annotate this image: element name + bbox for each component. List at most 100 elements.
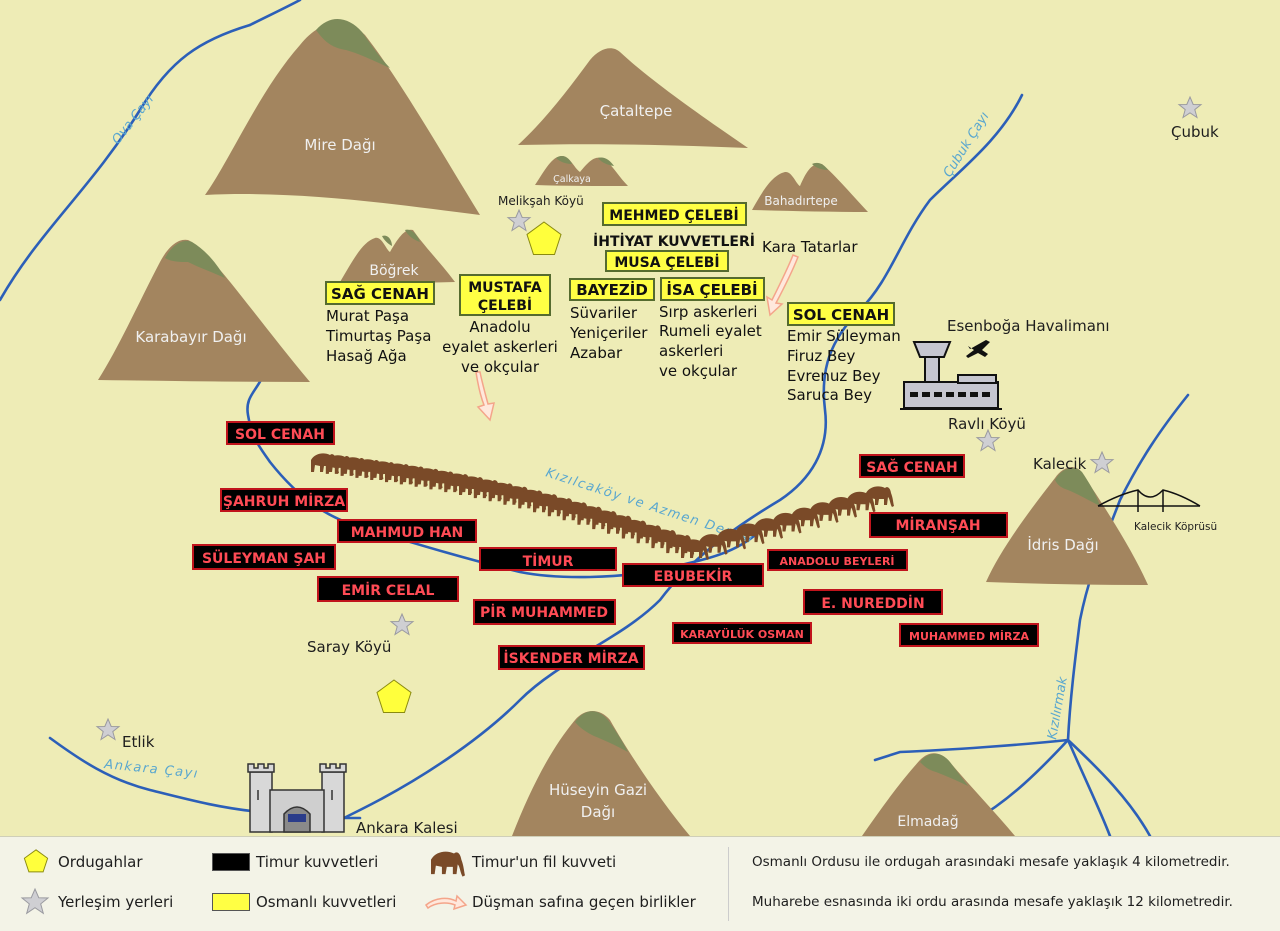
svg-text:PİR MUHAMMED: PİR MUHAMMED xyxy=(480,604,608,621)
legend-settlements: Yerleşim yerleri xyxy=(58,893,174,911)
cataltepe-mountain xyxy=(518,48,748,148)
timur-camp xyxy=(376,679,412,713)
bogrek-label: Böğrek xyxy=(369,263,419,279)
airport-icon xyxy=(900,340,1002,410)
ottoman-right-wing-line: Hasağ Ağa xyxy=(326,347,407,365)
ravli-star xyxy=(976,429,1000,451)
esenboga-label: Esenboğa Havalimanı xyxy=(947,317,1110,335)
settlement-legend-icon xyxy=(20,887,50,915)
svg-text:MİRANŞAH: MİRANŞAH xyxy=(895,517,980,534)
bridge-icon xyxy=(1097,489,1201,512)
ottoman-right-wing-title: SAĞ CENAH xyxy=(331,284,429,303)
huseyingazi-mountain xyxy=(512,711,690,836)
ottoman-right-wing-line: Timurtaş Paşa xyxy=(325,327,431,345)
mustafa-line: Anadolu xyxy=(469,318,530,336)
timur-unit: TİMUR xyxy=(479,547,617,571)
ottoman-right-wing-line: Murat Paşa xyxy=(326,307,409,325)
mustafa-line: ve okçular xyxy=(461,358,540,376)
musa-label: MUSA ÇELEBİ xyxy=(614,254,719,271)
ova-river-branch xyxy=(248,0,302,27)
bayezid-line: Azabar xyxy=(570,344,623,362)
cubuk-star xyxy=(1178,96,1202,118)
iskender-unit: İSKENDER MİRZA xyxy=(498,645,645,670)
ottoman-camp xyxy=(526,221,562,255)
mustafa-unit: MUSTAFA ÇELEBİ Anadolu eyalet askerleri … xyxy=(442,274,558,376)
meliksah-star xyxy=(507,209,531,231)
mehmed-label: MEHMED ÇELEBİ xyxy=(609,207,738,224)
bayezid-unit: BAYEZİD Süvariler Yeniçeriler Azabar xyxy=(569,278,655,362)
saray-star xyxy=(390,613,414,635)
kizilirmak-branch-2 xyxy=(873,738,1070,762)
suleyman-unit: SÜLEYMAN ŞAH xyxy=(192,544,336,570)
ebubekir-unit: EBUBEKİR xyxy=(622,563,764,587)
mehmed-unit: MEHMED ÇELEBİ xyxy=(602,202,747,226)
muhammed-mirza-unit: MUHAMMED MİRZA xyxy=(899,623,1039,647)
mustafa-title-1: MUSTAFA xyxy=(468,280,542,296)
isa-line: ve okçular xyxy=(659,362,738,380)
karabayir-mountain xyxy=(98,239,310,382)
isa-line: askerleri xyxy=(659,342,723,360)
isa-line: Sırp askerleri xyxy=(659,303,757,321)
ottoman-left-wing-line: Saruca Bey xyxy=(787,386,872,404)
svg-text:MAHMUD HAN: MAHMUD HAN xyxy=(351,525,464,541)
svg-text:SOL CENAH: SOL CENAH xyxy=(235,427,325,443)
elephant-icon xyxy=(866,486,894,507)
ottoman-left-wing-line: Evrenuz Bey xyxy=(787,367,881,385)
idris-label: İdris Dağı xyxy=(1027,535,1098,554)
place-labels: Çubuk Melikşah Köyü Esenboğa Havalimanı … xyxy=(122,123,1219,837)
castle-icon xyxy=(247,763,347,833)
mountains xyxy=(98,18,1148,836)
bogrek-mountain xyxy=(340,229,455,283)
mire-label: Mire Dağı xyxy=(304,136,375,154)
svg-text:EMİR CELAL: EMİR CELAL xyxy=(342,582,435,599)
ova-river xyxy=(0,23,252,302)
legend-camps: Ordugahlar xyxy=(58,853,143,871)
kizilirmak-branch-1 xyxy=(1066,738,1152,838)
mahmud-unit: MAHMUD HAN xyxy=(337,519,477,543)
sahruh-unit: ŞAHRUH MİRZA xyxy=(220,488,348,512)
timur-legend-swatch xyxy=(212,853,250,871)
elephant-legend-icon xyxy=(431,851,465,877)
etlik-label: Etlik xyxy=(122,733,155,751)
kizilirmak-branch-3 xyxy=(1066,738,1112,838)
anadolu-beyleri-unit: ANADOLU BEYLERİ xyxy=(767,549,908,571)
svg-text:ANADOLU BEYLERİ: ANADOLU BEYLERİ xyxy=(779,554,894,568)
svg-text:MUHAMMED MİRZA: MUHAMMED MİRZA xyxy=(909,629,1029,643)
ottoman-forces: MEHMED ÇELEBİ İHTİYAT KUVVETLERİ MUSA ÇE… xyxy=(325,202,901,404)
huseyingazi-label-2: Dağı xyxy=(581,803,615,821)
kalecik-bridge-label: Kalecik Köprüsü xyxy=(1134,521,1217,533)
isa-unit: İSA ÇELEBİ Sırp askerleri Rumeli eyalet … xyxy=(659,277,765,380)
musa-unit: MUSA ÇELEBİ xyxy=(605,250,729,272)
ottoman-left-wing-title: SOL CENAH xyxy=(793,306,889,324)
legend-timur-forces: Timur kuvvetleri xyxy=(256,853,379,871)
ottoman-left-wing-line: Emir Süleyman xyxy=(787,327,901,345)
defector-arrow-mustafa xyxy=(475,371,495,422)
elmadag-mountain xyxy=(862,753,1015,836)
huseyingazi-label-1: Hüseyin Gazi xyxy=(549,781,647,799)
legend-divider xyxy=(728,847,729,921)
isa-title: İSA ÇELEBİ xyxy=(666,280,757,299)
svg-text:KARAYÜLÜK OSMAN: KARAYÜLÜK OSMAN xyxy=(680,627,804,641)
legend-note-1: Osmanlı Ordusu ile ordugah arasındaki me… xyxy=(752,854,1230,870)
mustafa-line: eyalet askerleri xyxy=(442,338,558,356)
calkaya-label: Çalkaya xyxy=(553,174,591,185)
camp-legend-icon xyxy=(23,849,49,873)
elephant-line xyxy=(311,453,894,560)
elmadag-label: Elmadağ xyxy=(897,814,958,830)
ravli-label: Ravlı Köyü xyxy=(948,415,1026,433)
cataltepe-label: Çataltepe xyxy=(600,102,673,120)
ova-river-label: Ova Çayı xyxy=(109,92,157,148)
ankara-castle-label: Ankara Kalesi xyxy=(356,819,458,837)
timur-right-wing: SAĞ CENAH xyxy=(859,454,965,478)
ottoman-left-wing: SOL CENAH Emir Süleyman Firuz Bey Evrenu… xyxy=(787,302,901,404)
miransah-unit: MİRANŞAH xyxy=(869,512,1008,538)
timur-left-wing: SOL CENAH xyxy=(226,421,335,445)
bayezid-line: Yeniçeriler xyxy=(569,324,648,342)
mountain-labels: Mire Dağı Çataltepe Çalkaya Bahadırtepe … xyxy=(135,102,1098,830)
svg-text:E. NUREDDİN: E. NUREDDİN xyxy=(821,595,924,612)
saray-label: Saray Köyü xyxy=(307,638,391,656)
svg-text:EBUBEKİR: EBUBEKİR xyxy=(654,568,733,585)
timur-forces: SOL CENAH ŞAHRUH MİRZA MAHMUD HAN SÜLEYM… xyxy=(192,421,1039,670)
defector-legend-icon xyxy=(424,894,468,911)
